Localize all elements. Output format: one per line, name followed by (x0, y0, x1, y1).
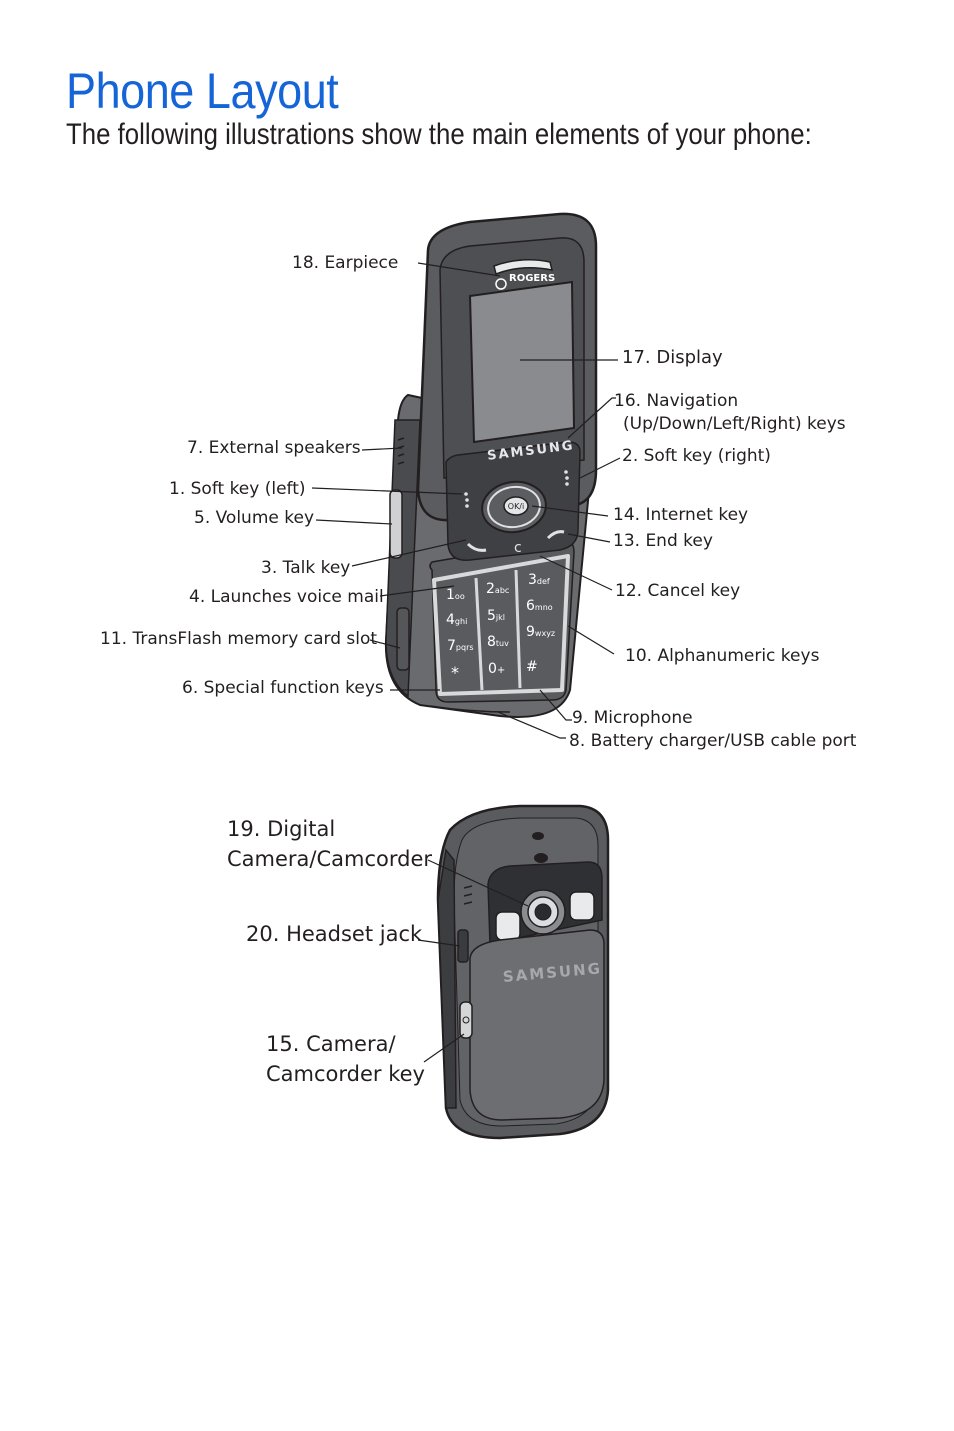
page-title: Phone Layout (66, 63, 339, 119)
key-6[interactable]: 6mno (526, 598, 553, 614)
ok-key-label: OK/i (508, 502, 524, 511)
key-8[interactable]: 8tuv (487, 634, 509, 650)
label-camera-key: 15. Camera/ (266, 1032, 396, 1056)
leader-lines (311, 262, 621, 1063)
label-voice-mail: 4. Launches voice mail (189, 587, 384, 607)
label-special-function-keys: 6. Special function keys (182, 678, 384, 698)
key-0[interactable]: 0+ (488, 661, 506, 677)
display-art (468, 280, 576, 444)
label-end-key: 13. End key (613, 531, 713, 551)
label-charger-port: 8. Battery charger/USB cable port (569, 731, 857, 751)
label-navigation-detail: (Up/Down/Left/Right) keys (623, 414, 846, 434)
front-phone-illustration: OK/i c (384, 212, 598, 718)
label-digital-camera: 19. Digital (227, 817, 336, 841)
label-alphanumeric-keys: 10. Alphanumeric keys (625, 646, 820, 666)
key-2[interactable]: 2abc (486, 581, 510, 597)
label-internet-key: 14. Internet key (613, 505, 749, 525)
key-hash[interactable]: # (526, 659, 538, 675)
label-microphone: 9. Microphone (572, 708, 693, 728)
label-digital-camera-detail: Camera/Camcorder (227, 847, 433, 871)
key-star[interactable]: * (451, 663, 459, 682)
svg-text:c: c (514, 540, 522, 556)
key-7[interactable]: 7pqrs (447, 638, 474, 654)
label-navigation: 16. Navigation (614, 391, 739, 411)
label-cancel-key: 12. Cancel key (615, 581, 741, 601)
key-4[interactable]: 4ghi (446, 612, 468, 628)
label-talk-key: 3. Talk key (261, 558, 351, 578)
label-headset-jack: 20. Headset jack (246, 922, 423, 946)
label-transflash-slot: 11. TransFlash memory card slot (100, 629, 378, 649)
carrier-logo: ROGERS (509, 273, 556, 284)
key-1[interactable]: 1oo (446, 587, 465, 603)
label-camera-key-detail: Camcorder key (266, 1062, 425, 1086)
label-display: 17. Display (622, 347, 723, 368)
label-soft-key-left: 1. Soft key (left) (169, 479, 306, 499)
page-subtitle: The following illustrations show the mai… (66, 118, 812, 151)
label-external-speakers: 7. External speakers (187, 438, 361, 458)
back-phone-illustration (436, 804, 610, 1140)
label-volume-key: 5. Volume key (194, 508, 315, 528)
key-3[interactable]: 3def (528, 572, 550, 588)
label-soft-key-right: 2. Soft key (right) (622, 446, 771, 466)
front-branding (495, 278, 507, 290)
key-9[interactable]: 9wxyz (526, 624, 556, 640)
label-earpiece: 18. Earpiece (292, 253, 399, 273)
key-5[interactable]: 5jkl (487, 608, 505, 624)
